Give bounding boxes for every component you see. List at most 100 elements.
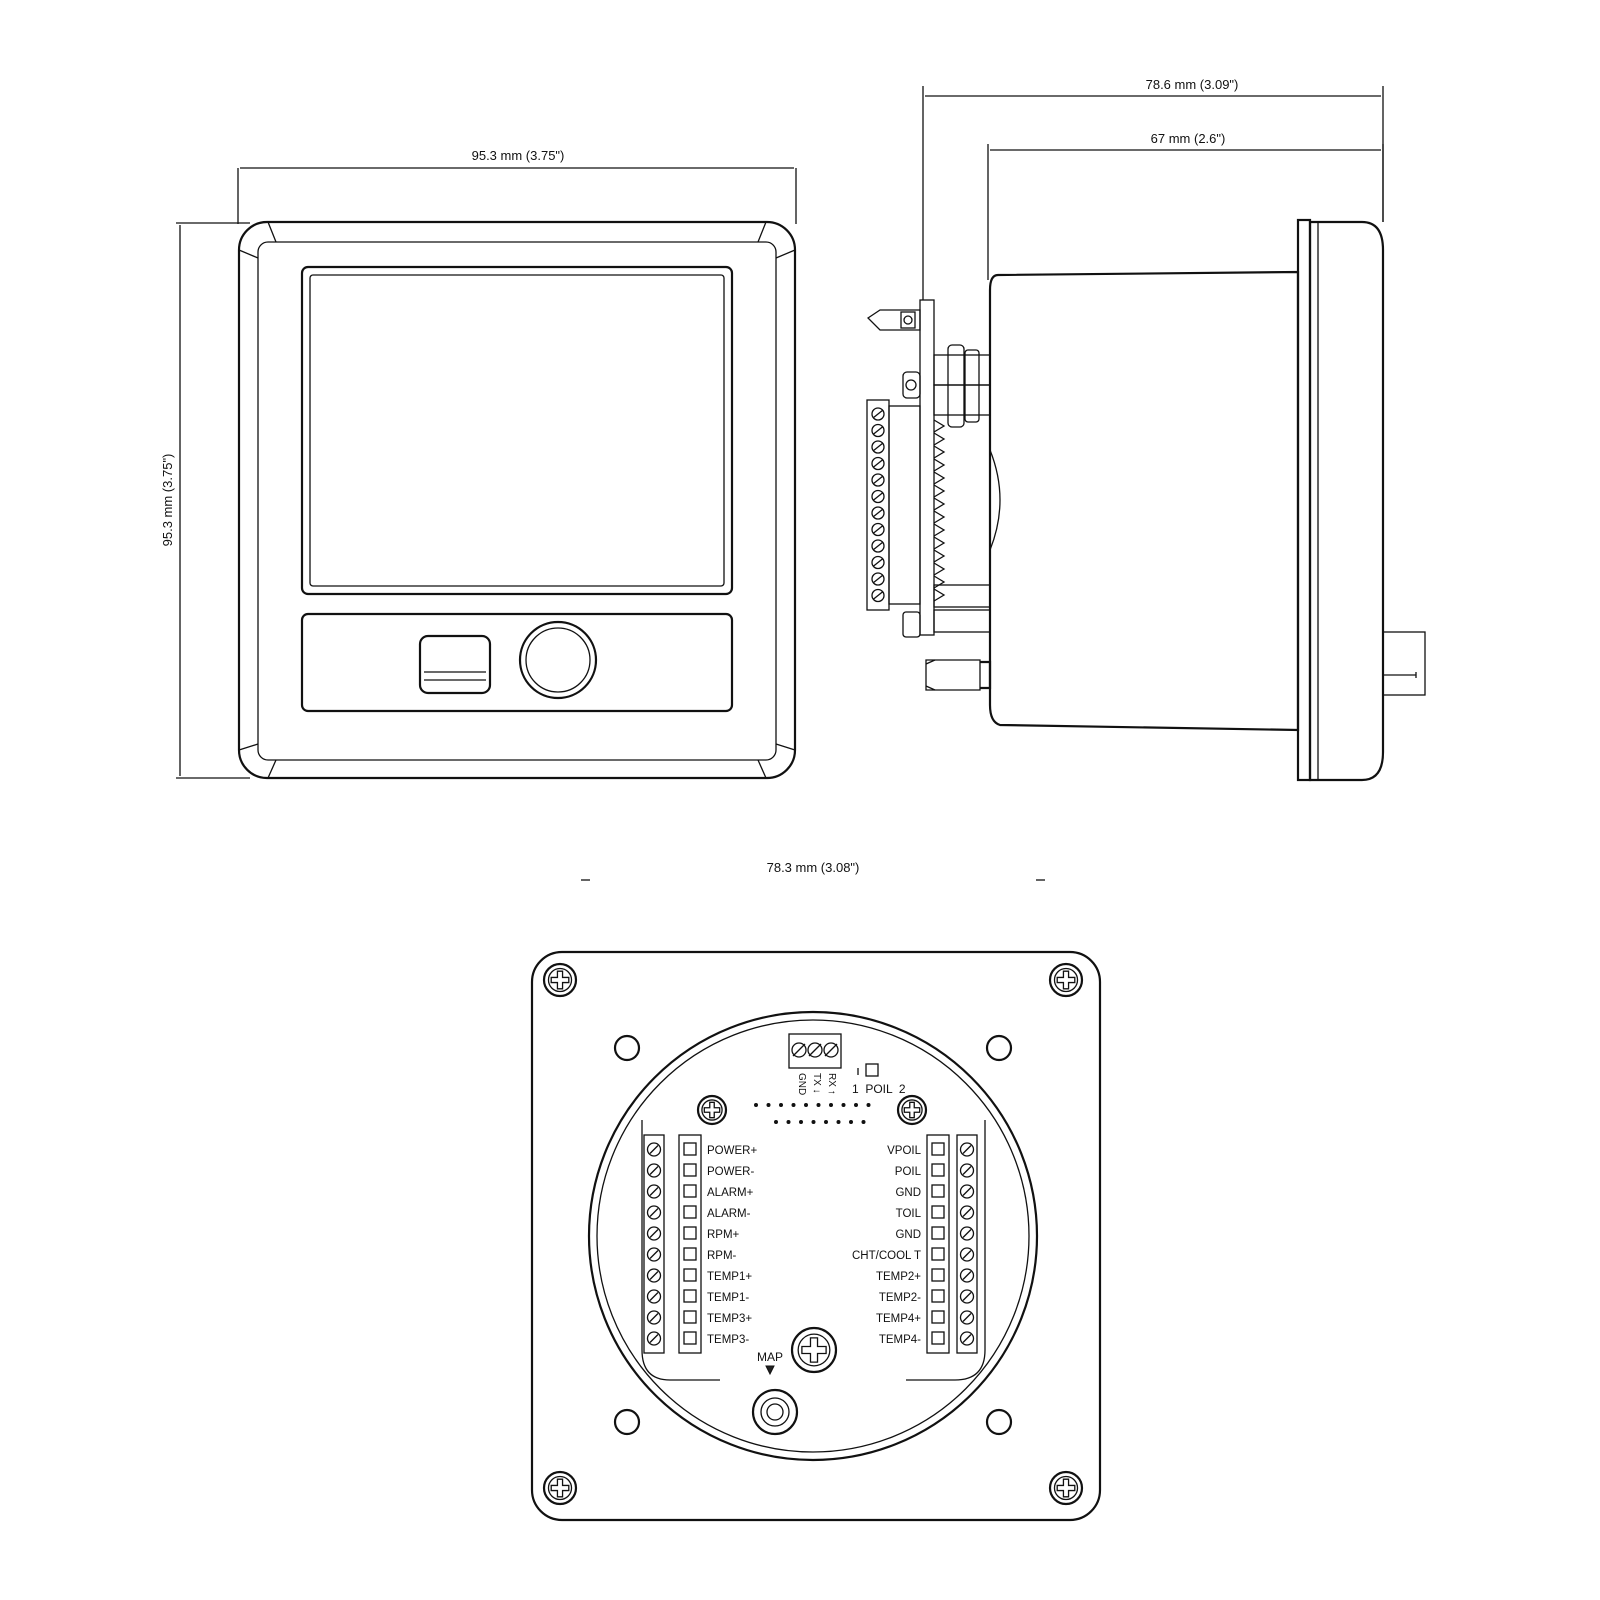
rear-width-dimension: 78.3 mm (3.08") bbox=[581, 860, 1045, 881]
header-pin bbox=[824, 1120, 828, 1124]
header-pin bbox=[836, 1120, 841, 1124]
terminal-screw bbox=[959, 1268, 975, 1283]
header-pin bbox=[866, 1103, 871, 1107]
menu-button[interactable] bbox=[418, 634, 492, 695]
terminal-slot bbox=[683, 1205, 697, 1219]
terminal-screw bbox=[646, 1205, 662, 1220]
terminal-screw bbox=[959, 1205, 975, 1220]
corner-screw-icon bbox=[542, 1470, 578, 1506]
side-terminal-screw bbox=[871, 407, 885, 421]
terminal-screw bbox=[959, 1247, 975, 1262]
side-top-connector bbox=[866, 309, 921, 331]
header-pin bbox=[754, 1103, 758, 1107]
left-terminal-label: TEMP1- bbox=[707, 1292, 749, 1304]
side-lower-parts bbox=[902, 611, 992, 691]
terminal-slot bbox=[683, 1163, 697, 1177]
terminal-slot bbox=[931, 1226, 945, 1240]
side-terminal-screw bbox=[871, 522, 885, 537]
corner-screws bbox=[542, 962, 1084, 1506]
side-terminal-screw bbox=[871, 506, 885, 520]
mounting-holes bbox=[613, 1034, 1013, 1436]
right-terminal-label: GND bbox=[895, 1229, 921, 1241]
poil-label: 1 POIL 2 bbox=[852, 1082, 906, 1096]
right-terminal-label: TEMP2- bbox=[879, 1292, 921, 1304]
terminal-screw bbox=[646, 1310, 662, 1325]
header-pin bbox=[854, 1103, 858, 1107]
side-terminal-screw bbox=[871, 489, 885, 504]
terminal-slot bbox=[931, 1184, 945, 1198]
map-label: MAP bbox=[757, 1350, 783, 1364]
serial-pin-tx: TX ↓ bbox=[811, 1073, 822, 1094]
terminal-screw bbox=[959, 1310, 975, 1325]
terminal-screw bbox=[959, 1163, 975, 1178]
header-pin bbox=[804, 1103, 808, 1107]
side-body bbox=[988, 270, 1300, 732]
left-terminal-label: POWER- bbox=[707, 1166, 754, 1178]
right-terminal-label: POIL bbox=[895, 1166, 922, 1178]
right-terminal-label: VPOIL bbox=[887, 1145, 921, 1157]
side-terminal-screw bbox=[871, 572, 885, 586]
rotary-knob[interactable] bbox=[518, 620, 598, 700]
poil-jumper: 1 POIL 2 bbox=[852, 1063, 906, 1096]
terminal-slot bbox=[683, 1142, 697, 1156]
serial-pin-gnd: GND bbox=[796, 1073, 807, 1095]
side-body-depth-dimension: 67 mm (2.6") bbox=[987, 131, 1384, 280]
terminal-slot bbox=[931, 1289, 945, 1303]
header-pin bbox=[861, 1120, 866, 1124]
front-view: 95.3 mm (3.75") 95.3 mm (3.75") bbox=[160, 148, 797, 780]
front-height-label: 95.3 mm (3.75") bbox=[160, 454, 175, 547]
terminal-slot bbox=[683, 1289, 697, 1303]
front-width-label: 95.3 mm (3.75") bbox=[472, 148, 565, 163]
left-terminal-label: POWER+ bbox=[707, 1145, 757, 1157]
pcb-screws bbox=[696, 1094, 928, 1374]
left-terminal-label: RPM- bbox=[707, 1250, 737, 1262]
left-terminal-block bbox=[643, 1134, 702, 1354]
terminal-slot bbox=[931, 1331, 945, 1345]
terminal-slot bbox=[931, 1205, 945, 1219]
rear-flange bbox=[530, 950, 1102, 1522]
side-terminal-screw bbox=[871, 423, 885, 438]
terminal-screw bbox=[646, 1247, 662, 1262]
terminal-screw bbox=[646, 1142, 662, 1157]
serial-connector: GND TX ↓ RX ↑ bbox=[788, 1033, 842, 1095]
terminal-screw bbox=[646, 1331, 662, 1346]
terminal-slot bbox=[931, 1247, 945, 1261]
right-terminal-label: CHT/COOL T bbox=[852, 1250, 921, 1262]
left-terminal-labels: POWER+POWER-ALARM+ALARM-RPM+RPM-TEMP1+TE… bbox=[707, 1145, 757, 1346]
pcb-screw-icon bbox=[790, 1326, 838, 1374]
side-terminal-screw bbox=[871, 456, 885, 471]
terminal-screw bbox=[646, 1184, 662, 1199]
right-terminal-label: TEMP4+ bbox=[876, 1313, 921, 1325]
display-screen bbox=[300, 265, 734, 596]
side-total-depth-label: 78.6 mm (3.09") bbox=[1146, 77, 1239, 92]
side-standoffs bbox=[933, 344, 991, 633]
right-terminal-label: TOIL bbox=[896, 1208, 922, 1220]
header-pin bbox=[774, 1120, 778, 1124]
terminal-slot bbox=[683, 1268, 697, 1282]
left-terminal-label: TEMP1+ bbox=[707, 1271, 752, 1283]
right-terminal-label: TEMP2+ bbox=[876, 1271, 921, 1283]
terminal-slot bbox=[683, 1247, 697, 1261]
pcb-screw-icon bbox=[896, 1094, 928, 1126]
header-pin bbox=[786, 1120, 791, 1124]
header-pin bbox=[779, 1103, 783, 1107]
pcb-screw-icon bbox=[696, 1094, 728, 1126]
side-terminal-screw bbox=[871, 473, 885, 487]
front-height-dimension: 95.3 mm (3.75") bbox=[160, 222, 250, 779]
pin-header bbox=[754, 1103, 871, 1124]
terminal-screw bbox=[646, 1289, 662, 1304]
terminal-screw bbox=[959, 1331, 975, 1346]
side-terminal-block bbox=[866, 399, 921, 611]
side-terminal-screw bbox=[871, 539, 885, 553]
front-bezel bbox=[237, 220, 797, 780]
side-body-depth-label: 67 mm (2.6") bbox=[1151, 131, 1226, 146]
terminal-slot bbox=[931, 1310, 945, 1324]
terminal-slot bbox=[931, 1268, 945, 1282]
rear-view: 78.3 mm (3.08") GND TX ↓ RX ↑ bbox=[530, 860, 1102, 1522]
terminal-screw bbox=[959, 1289, 975, 1304]
header-pin bbox=[816, 1103, 821, 1107]
serial-pin-rx: RX ↑ bbox=[826, 1073, 837, 1095]
side-terminal-screw bbox=[871, 440, 885, 454]
terminal-slot bbox=[683, 1226, 697, 1240]
